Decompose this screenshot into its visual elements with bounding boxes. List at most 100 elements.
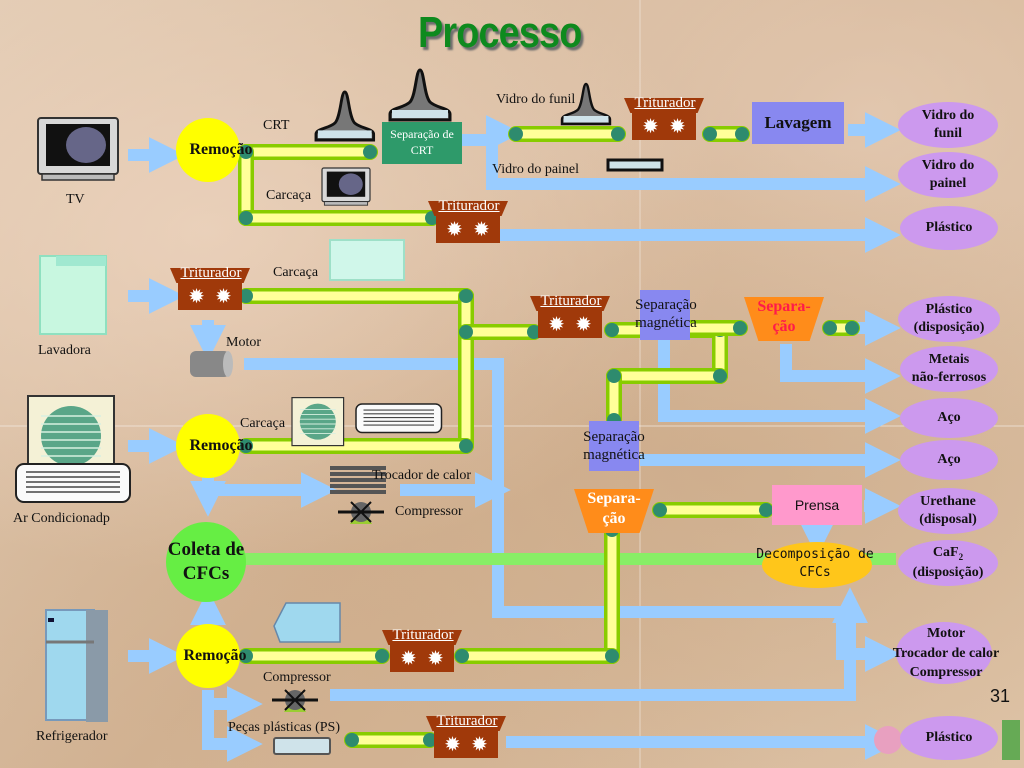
- ac-outdoor-carcass-icon: [291, 397, 345, 447]
- label-heat-exchanger: Trocador de calor: [372, 468, 472, 483]
- heat-exchanger-icon: [330, 478, 386, 482]
- output-text: CaF: [932, 545, 959, 561]
- conveyor-roller: [759, 503, 773, 517]
- conveyor-roller: [733, 321, 747, 335]
- crt-icon: [388, 68, 452, 122]
- refrigerator-logo: [48, 618, 54, 622]
- label-panel-glass: Vidro do painel: [492, 162, 580, 177]
- conveyor-roller: [239, 145, 253, 159]
- crt-panel: [563, 116, 609, 123]
- washer-icon: [39, 255, 107, 335]
- gear-icon: ✹: [444, 733, 461, 756]
- gear-icon: ✹: [642, 115, 659, 138]
- washing-box: Lavagem: [752, 102, 844, 144]
- conveyor-roller: [363, 145, 377, 159]
- shredder-label: Triturador: [436, 713, 498, 729]
- flow-arrow: [330, 587, 868, 701]
- ac-indoor-icon: [15, 463, 131, 503]
- crt-icon: [314, 90, 376, 142]
- output-line: Aço: [937, 451, 961, 467]
- crt-separation-box: Separação de CRT: [382, 122, 462, 164]
- flow-arrow: [780, 344, 901, 394]
- motor-icon: [190, 351, 230, 377]
- refrigerator-side: [86, 610, 108, 722]
- label-compressor-ac: Compressor: [395, 504, 463, 519]
- output-line: CaF2: [913, 544, 984, 563]
- conveyor-roller: [735, 127, 749, 141]
- cfc-collection-label: Coleta de CFCs: [167, 539, 245, 584]
- shredder-label: Triturador: [180, 265, 242, 281]
- conveyor-roller: [345, 733, 359, 747]
- output-line: Urethane: [920, 493, 976, 509]
- removal-label: Remoção: [183, 647, 247, 664]
- compressor-icon: [272, 689, 318, 712]
- tv-carcass-icon: [321, 167, 371, 206]
- conveyor-roller: [455, 649, 469, 663]
- heat-exchanger-icon: [330, 490, 386, 494]
- heat-exchanger-icon: [330, 466, 386, 470]
- removal-node-tv: Remoção: [176, 118, 253, 182]
- flow-arrow: [202, 686, 263, 722]
- shredder-label: Triturador: [392, 627, 454, 643]
- ac-indoor-body: [15, 463, 131, 503]
- conveyor-roller: [239, 439, 253, 453]
- label-carcass-tv: Carcaça: [266, 188, 312, 203]
- output-plastic-2: Plástico: [900, 716, 998, 760]
- equipment-icons: [15, 68, 1020, 760]
- conveyor-roller: [509, 127, 523, 141]
- conveyor-roller: [605, 323, 619, 337]
- press-label: Prensa: [794, 497, 840, 513]
- magnetic-separation-label-2: Separação magnética: [583, 429, 645, 463]
- shredder-main: Triturador✹✹: [530, 293, 610, 338]
- magnetic-separation-label-1: Separação magnética: [635, 297, 697, 331]
- output-line: Plástico: [925, 301, 973, 317]
- conveyor-roller: [845, 321, 859, 335]
- source-label-tv: TV: [66, 192, 85, 207]
- source-label-air-conditioner: Ar Condicionadp: [13, 511, 110, 526]
- shredder-label: Triturador: [634, 95, 696, 111]
- gear-icon: ✹: [548, 313, 565, 336]
- ac-fan: [41, 406, 101, 466]
- output-line: (disposição): [912, 564, 984, 580]
- panel-glass-icon: [606, 158, 664, 172]
- flow-arrow: [658, 340, 901, 434]
- conveyor-roller: [713, 369, 727, 383]
- separation-funnel-2: [574, 489, 654, 533]
- gear-icon: ✹: [575, 313, 592, 336]
- output-line: Plástico: [925, 729, 973, 745]
- crt-funnel-shape: [314, 90, 376, 142]
- label-compressor-fridge: Compressor: [263, 670, 331, 685]
- flow-arrows: [128, 112, 901, 762]
- tv-icon: [37, 117, 119, 181]
- output-subscript: 2: [958, 551, 964, 562]
- separation-funnel-1: [744, 297, 824, 341]
- tv-tube: [338, 173, 363, 195]
- gear-icon: ✹: [473, 218, 490, 241]
- gear-icon: ✹: [215, 285, 232, 308]
- crt-panel: [392, 110, 448, 118]
- heat-exchanger-icon: [330, 484, 386, 488]
- output-line: Compressor: [909, 665, 983, 681]
- shredder-label: Triturador: [438, 198, 500, 214]
- compressor-icon: [338, 501, 384, 524]
- motor-end: [223, 351, 233, 377]
- shredder-tv-carcass: Triturador✹✹: [428, 198, 508, 243]
- output-steel-1: Aço: [900, 398, 998, 438]
- gear-icon: ✹: [669, 115, 686, 138]
- shredder-fridge: Triturador✹✹: [382, 627, 462, 672]
- crt-panel: [317, 130, 372, 139]
- output-caf2: CaF2(disposição): [898, 540, 998, 586]
- tv-base: [323, 201, 369, 206]
- output-line: painel: [929, 176, 967, 191]
- removal-node-fridge: Remoção: [176, 624, 247, 688]
- output-line: não-ferrosos: [911, 370, 987, 385]
- label-crt: CRT: [263, 118, 290, 133]
- gear-icon: ✹: [400, 647, 417, 670]
- heat-exchanger-icon: [330, 472, 386, 476]
- magnetic-separation-box-1: [640, 290, 690, 340]
- output-line: Trocador de calor: [892, 645, 1000, 661]
